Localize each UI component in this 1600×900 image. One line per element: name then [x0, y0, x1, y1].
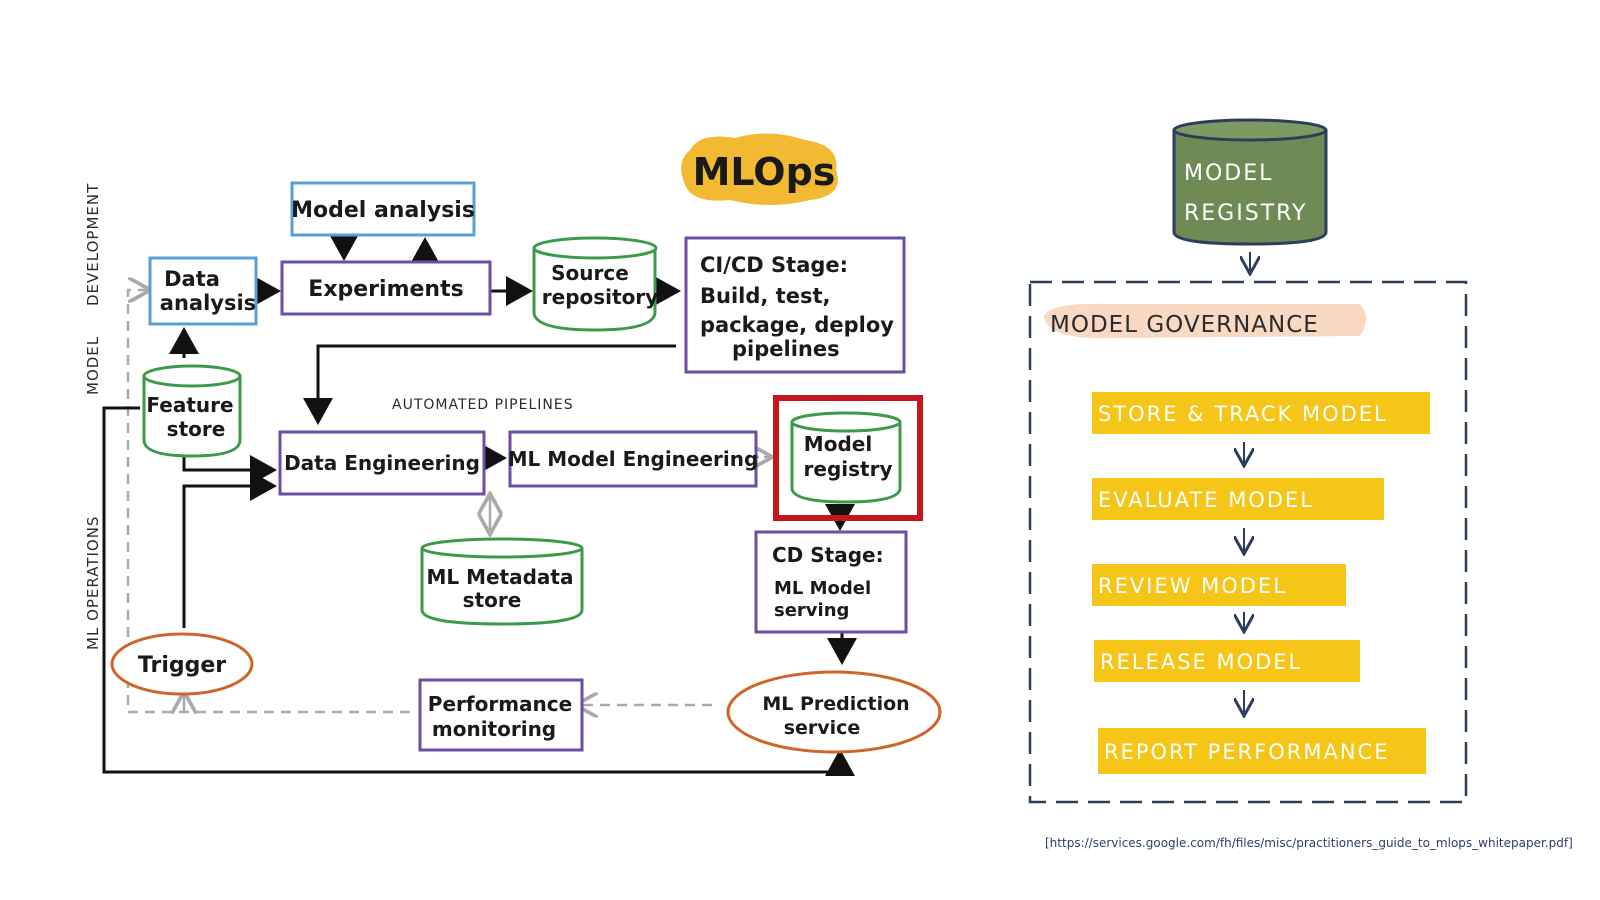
svg-text:store: store — [167, 417, 226, 441]
cicd-stage-node: CI/CD Stage: Build, test, package, deplo… — [684, 236, 906, 374]
feature-store-to-data-engineering-arrow — [182, 452, 277, 485]
side-label-ml-operations: ML OPERATIONS — [84, 516, 102, 650]
ml-metadata-store-db: ML Metadata store — [420, 537, 584, 626]
feature-store-db: Feature store — [142, 364, 242, 458]
gov-step-evaluate: EVALUATE MODEL — [1098, 488, 1314, 512]
model-governance-title: MODEL GOVERNANCE — [1050, 312, 1319, 338]
source-repository-db: Source repository — [532, 236, 658, 332]
mlops-title: MLOps — [693, 150, 836, 194]
svg-text:registry: registry — [804, 457, 893, 481]
svg-text:Build, test,: Build, test, — [700, 284, 830, 308]
model-registry-database-icon: MODEL REGISTRY — [1172, 118, 1328, 246]
svg-text:store: store — [463, 588, 522, 612]
svg-text:monitoring: monitoring — [432, 717, 556, 741]
svg-text:ML Prediction: ML Prediction — [762, 693, 909, 715]
gov-step-bg-3 — [1092, 564, 1346, 606]
svg-text:Performance: Performance — [428, 692, 572, 716]
svg-text:Experiments: Experiments — [308, 277, 463, 302]
svg-text:analysis: analysis — [160, 291, 256, 315]
gov-step-report: REPORT PERFORMANCE — [1104, 740, 1389, 764]
experiments-node: Experiments — [280, 260, 492, 316]
svg-text:service: service — [784, 717, 861, 739]
svg-text:Data: Data — [164, 267, 220, 291]
model-registry-highlight — [773, 395, 923, 521]
model-registry-node: Model registry — [773, 395, 923, 521]
trigger-node: Trigger — [110, 632, 254, 696]
svg-text:Model analysis: Model analysis — [291, 198, 475, 223]
svg-text:Source: Source — [551, 261, 629, 285]
svg-text:Model: Model — [804, 432, 872, 456]
data-analysis-node: Data analysis — [148, 256, 258, 326]
gov-step-bg-2 — [1092, 478, 1384, 520]
svg-text:package, deploy: package, deploy — [700, 313, 894, 337]
performance-monitoring-node: Performance monitoring — [418, 678, 584, 752]
svg-text:ML Model: ML Model — [774, 578, 871, 599]
gov-step-review: REVIEW MODEL — [1098, 574, 1287, 598]
cicd-to-data-engineering-arrow — [303, 344, 676, 425]
svg-text:Feature: Feature — [146, 393, 233, 417]
svg-text:CD Stage:: CD Stage: — [772, 543, 884, 567]
svg-text:pipelines: pipelines — [732, 337, 840, 361]
svg-text:repository: repository — [542, 285, 658, 309]
model-governance-panel: MODEL GOVERNANCE STORE & TRACK MODEL EVA… — [1028, 280, 1468, 804]
gov-step-bg-5 — [1098, 728, 1426, 774]
svg-text:Data Engineering: Data Engineering — [284, 451, 480, 475]
svg-text:MODEL: MODEL — [1184, 161, 1273, 186]
side-label-model: MODEL — [84, 336, 102, 395]
svg-text:serving: serving — [774, 600, 849, 621]
svg-text:ML Model Engineering: ML Model Engineering — [508, 447, 759, 471]
gov-step-bg-1 — [1092, 392, 1430, 434]
model-analysis-node: Model analysis — [290, 181, 476, 237]
svg-text:CI/CD Stage:: CI/CD Stage: — [700, 253, 848, 277]
svg-text:REGISTRY: REGISTRY — [1184, 201, 1307, 226]
svg-text:ML Metadata: ML Metadata — [426, 565, 573, 589]
gov-step-store-track: STORE & TRACK MODEL — [1098, 402, 1388, 426]
svg-text:Trigger: Trigger — [138, 653, 226, 678]
side-label-development: DEVELOPMENT — [84, 183, 102, 306]
cd-stage-node: CD Stage: ML Model serving — [754, 530, 908, 634]
ml-model-engineering-node: ML Model Engineering — [508, 430, 759, 488]
trigger-to-data-engineering-arrow — [182, 471, 277, 628]
automated-pipelines-label: AUTOMATED PIPELINES — [392, 397, 574, 413]
mlops-title-badge: MLOps — [681, 133, 838, 205]
source-citation[interactable]: [https://services.google.com/fh/files/mi… — [1045, 836, 1573, 850]
data-engineering-node: Data Engineering — [278, 430, 486, 496]
ml-prediction-service-node: ML Prediction service — [726, 670, 942, 754]
feature-store-to-prediction-line — [102, 406, 855, 776]
gov-step-release: RELEASE MODEL — [1100, 650, 1302, 674]
gov-step-bg-4 — [1094, 640, 1360, 682]
monitoring-feedback-loop — [126, 290, 410, 714]
